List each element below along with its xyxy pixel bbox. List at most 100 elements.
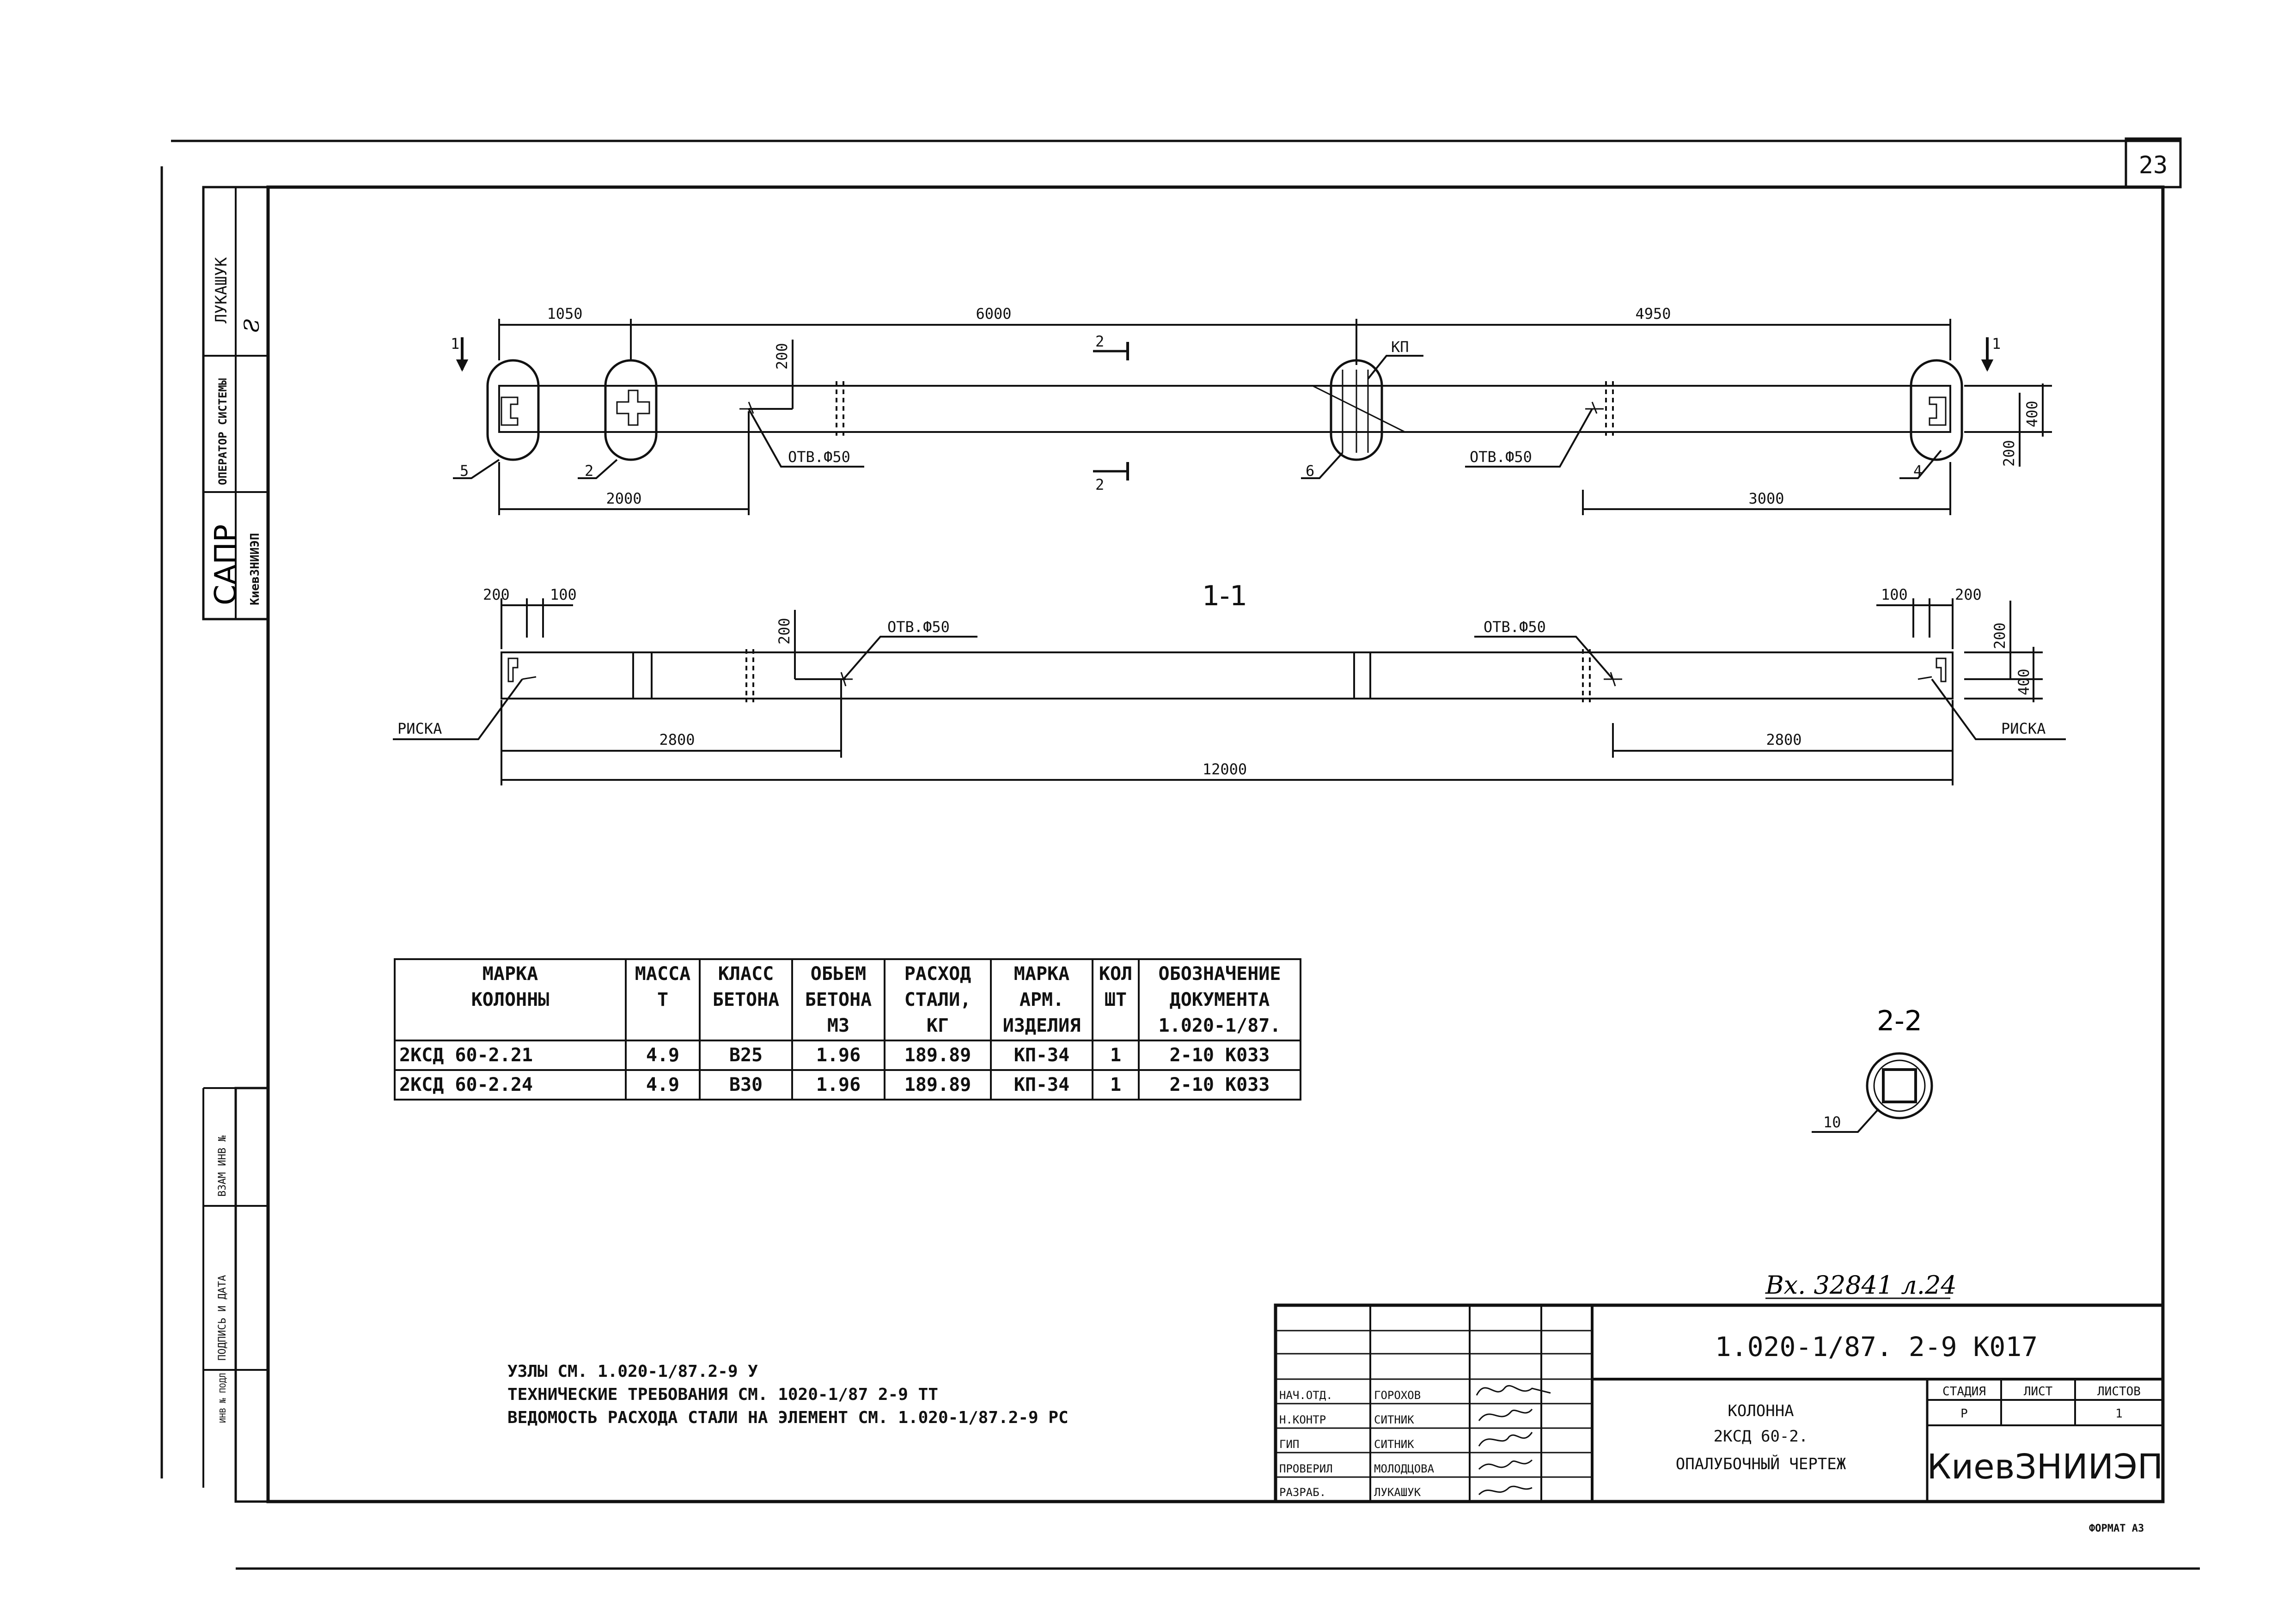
cell-steel: 189.89 bbox=[884, 1069, 992, 1101]
staff-role-1: НАЧ.ОТД. bbox=[1279, 1389, 1333, 1402]
stage-value: Р bbox=[1960, 1407, 1968, 1421]
inventory-note: Вх. 32841 л.24 bbox=[1765, 1271, 1957, 1300]
cell-mass: 4.9 bbox=[625, 1040, 701, 1071]
callout-10: 10 bbox=[1823, 1113, 1841, 1131]
field-original: ИНВ № ПОДЛ bbox=[218, 1373, 228, 1423]
risk-mark-right: РИСКА bbox=[2001, 720, 2046, 737]
staff-name-1: ГОРОХОВ bbox=[1374, 1389, 1421, 1402]
plan-dim-4950: 4950 bbox=[1635, 305, 1671, 322]
format-label: ФОРМАТ А3 bbox=[2089, 1523, 2144, 1534]
cell-document: 2-10 К033 bbox=[1138, 1040, 1301, 1071]
approval-strip bbox=[234, 1087, 269, 1503]
plan-view bbox=[453, 319, 2052, 515]
side-dim-2800-left: 2800 bbox=[659, 731, 695, 748]
system-org: КиевЗНИИЭП bbox=[248, 533, 262, 605]
section-2-2-title: 2-2 bbox=[1877, 1005, 1922, 1037]
stage-header: СТАДИЯ bbox=[1942, 1385, 1986, 1399]
note-tech-requirements: ТЕХНИЧЕСКИЕ ТРЕБОВАНИЯ СМ. 1020-1/87 2-9… bbox=[507, 1385, 938, 1404]
plan-dim-3000: 3000 bbox=[1748, 490, 1784, 507]
signature-icon-5 bbox=[1478, 1485, 1533, 1496]
plan-dim-400: 400 bbox=[2023, 401, 2041, 427]
cell-class: В25 bbox=[699, 1040, 793, 1071]
side-dim-200-right: 200 bbox=[1955, 586, 1982, 603]
cell-steel: 189.89 bbox=[884, 1040, 992, 1071]
staff-name-5: ЛУКАШУК bbox=[1374, 1486, 1421, 1499]
staff-name-4: МОЛОДЦОВА bbox=[1374, 1462, 1435, 1475]
signatures bbox=[1476, 1385, 1551, 1496]
note-steel-schedule: ВЕДОМОСТЬ РАСХОДА СТАЛИ НА ЭЛЕМЕНТ СМ. 1… bbox=[507, 1408, 1069, 1427]
side-dim-100-right: 100 bbox=[1881, 586, 1908, 603]
operator-name: ЛУКАШУК bbox=[212, 257, 231, 323]
plan-beam bbox=[498, 385, 1951, 433]
plan-dim-200-right: 200 bbox=[2000, 440, 2018, 467]
side-dim-200-vertical: 200 bbox=[776, 618, 793, 645]
organization: КиевЗНИИЭП bbox=[1927, 1447, 2163, 1487]
staff-role-4: ПРОВЕРИЛ bbox=[1279, 1462, 1333, 1475]
side-dim-200-right-vertical: 200 bbox=[1991, 622, 2009, 649]
field-exchange: ВЗАМ ИНВ № bbox=[217, 1136, 228, 1197]
note-nodes: УЗЛЫ СМ. 1.020-1/87.2-9 У bbox=[507, 1362, 758, 1381]
plan-hole-label-left: ОТВ.Ф50 bbox=[788, 448, 850, 466]
cell-document: 2-10 К033 bbox=[1138, 1069, 1301, 1101]
cell-class: В30 bbox=[699, 1069, 793, 1101]
system-name: САПР bbox=[209, 524, 243, 605]
section-mark-left: 1 bbox=[451, 335, 459, 353]
signature-icon-3 bbox=[1478, 1432, 1533, 1447]
staff-name-2: СИТНИК bbox=[1374, 1413, 1414, 1426]
cell-qty: 1 bbox=[1092, 1040, 1140, 1071]
section-mark-2-top: 2 bbox=[1095, 333, 1104, 350]
sheet-header: ЛИСТ bbox=[2024, 1385, 2053, 1399]
plan-dim-2000: 2000 bbox=[606, 490, 641, 507]
cell-volume: 1.96 bbox=[791, 1069, 885, 1101]
sheets-value: 1 bbox=[2115, 1407, 2123, 1421]
operator-role: ОПЕРАТОР СИСТЕМЫ bbox=[216, 378, 229, 485]
section-2-2-circle bbox=[1866, 1052, 1933, 1119]
cell-arm-mark: КП-34 bbox=[990, 1069, 1093, 1101]
signature-icon-2 bbox=[1478, 1408, 1533, 1421]
callout-5: 5 bbox=[460, 462, 469, 480]
title-block-text: 1.020-1/87. 2-9 К017 КОЛОННА 2КСД 60-2. … bbox=[1279, 1331, 2163, 1499]
document-code: 1.020-1/87. 2-9 К017 bbox=[1715, 1331, 2038, 1362]
kp-label: КП bbox=[1391, 338, 1409, 356]
side-hole-label-left: ОТВ.Ф50 bbox=[887, 618, 950, 636]
signature-icon-4 bbox=[1478, 1459, 1533, 1470]
table-row: 2КСД 60-2.21 4.9 В25 1.96 189.89 КП-34 1… bbox=[394, 1040, 1301, 1071]
total-length-12000: 12000 bbox=[1203, 760, 1247, 778]
sheets-header: ЛИСТОВ bbox=[2097, 1385, 2141, 1399]
risk-mark-left: РИСКА bbox=[397, 720, 442, 737]
staff-role-5: РАЗРАБ. bbox=[1279, 1486, 1326, 1499]
plan-hole-label-right: ОТВ.Ф50 bbox=[1470, 448, 1532, 466]
operator-signature-icon: Ƨ bbox=[240, 319, 264, 333]
callout-2: 2 bbox=[585, 462, 593, 480]
callout-4: 4 bbox=[1913, 462, 1922, 480]
side-dim-2800-right: 2800 bbox=[1766, 731, 1801, 748]
plan-view-labels: 1050 6000 4950 2000 3000 400 200 200 1 1… bbox=[451, 305, 2041, 507]
side-hole-label-right: ОТВ.Ф50 bbox=[1484, 618, 1546, 636]
side-dim-200-left: 200 bbox=[483, 586, 510, 603]
title-line-3: ОПАЛУБОЧНЫЙ ЧЕРТЕЖ bbox=[1676, 1454, 1846, 1473]
staff-name-3: СИТНИК bbox=[1374, 1438, 1414, 1451]
table-row: 2КСД 60-2.24 4.9 В30 1.96 189.89 КП-34 1… bbox=[394, 1069, 1301, 1101]
title-block bbox=[1274, 1303, 2165, 1503]
drawing-frame bbox=[266, 185, 2165, 1503]
side-beam bbox=[501, 651, 1954, 699]
staff-role-2: Н.КОНТР bbox=[1279, 1413, 1326, 1426]
callout-6: 6 bbox=[1306, 462, 1314, 480]
sheet-number: 23 bbox=[2139, 152, 2168, 179]
plan-dim-1050: 1050 bbox=[547, 305, 582, 322]
section-1-1-title: 1-1 bbox=[1202, 580, 1247, 612]
title-line-1: КОЛОННА bbox=[1728, 1402, 1794, 1420]
cell-mass: 4.9 bbox=[625, 1069, 701, 1101]
cell-volume: 1.96 bbox=[791, 1040, 885, 1071]
section-mark-2-bottom: 2 bbox=[1095, 476, 1104, 493]
